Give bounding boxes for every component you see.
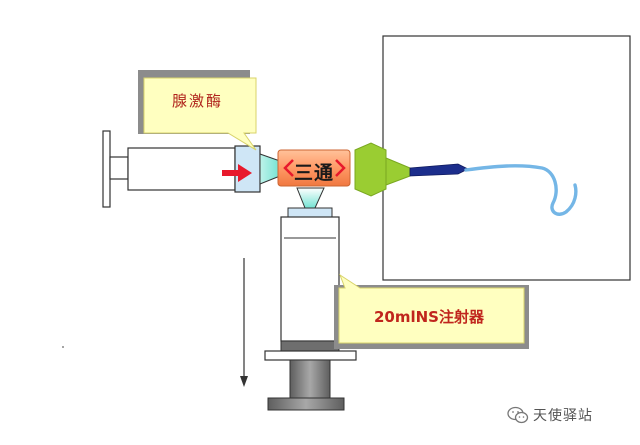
syringe-plunger-rod xyxy=(109,156,129,180)
watermark: 天使驿站 xyxy=(507,403,593,427)
top-callout xyxy=(138,70,257,151)
three-way-left-arrow xyxy=(283,159,294,177)
bottom-callout-box xyxy=(338,273,525,344)
three-way-body xyxy=(277,149,351,187)
vertical-syringe-thumb-rest xyxy=(267,397,345,411)
vertical-syringe-barrel xyxy=(280,216,340,342)
horizontal-syringe xyxy=(102,130,281,208)
three-way-label: 三通 xyxy=(293,162,334,184)
three-way-right-arrow xyxy=(335,159,346,177)
syringe-tip xyxy=(259,153,281,185)
adapter-hex xyxy=(354,142,387,197)
bottom-callout-label: 20mlNS注射器 xyxy=(373,308,484,326)
luer-adapter xyxy=(354,142,411,197)
vertical-syringe-plunger xyxy=(289,359,331,399)
syringe-barrel xyxy=(127,147,236,191)
top-callout-box xyxy=(143,77,257,151)
vertical-connector xyxy=(296,187,325,209)
vessel-panel xyxy=(382,35,631,281)
three-way-stopcock xyxy=(277,149,351,187)
pull-down-arrow xyxy=(240,258,248,387)
vertical-syringe-flange xyxy=(264,350,357,361)
catheter xyxy=(409,163,578,216)
speck xyxy=(62,346,64,348)
vertical-syringe xyxy=(264,207,357,411)
wechat-icon xyxy=(507,406,529,424)
top-callout-label: 腺激酶 xyxy=(171,92,223,110)
watermark-text: 天使驿站 xyxy=(533,408,593,424)
vertical-syringe-stopper xyxy=(280,340,340,352)
catheter-tube xyxy=(409,163,469,177)
syringe-flange xyxy=(102,130,111,208)
bottom-callout xyxy=(334,273,529,349)
guide-wire xyxy=(464,164,578,216)
vertical-syringe-hub xyxy=(287,207,333,218)
injection-arrow xyxy=(222,164,252,182)
